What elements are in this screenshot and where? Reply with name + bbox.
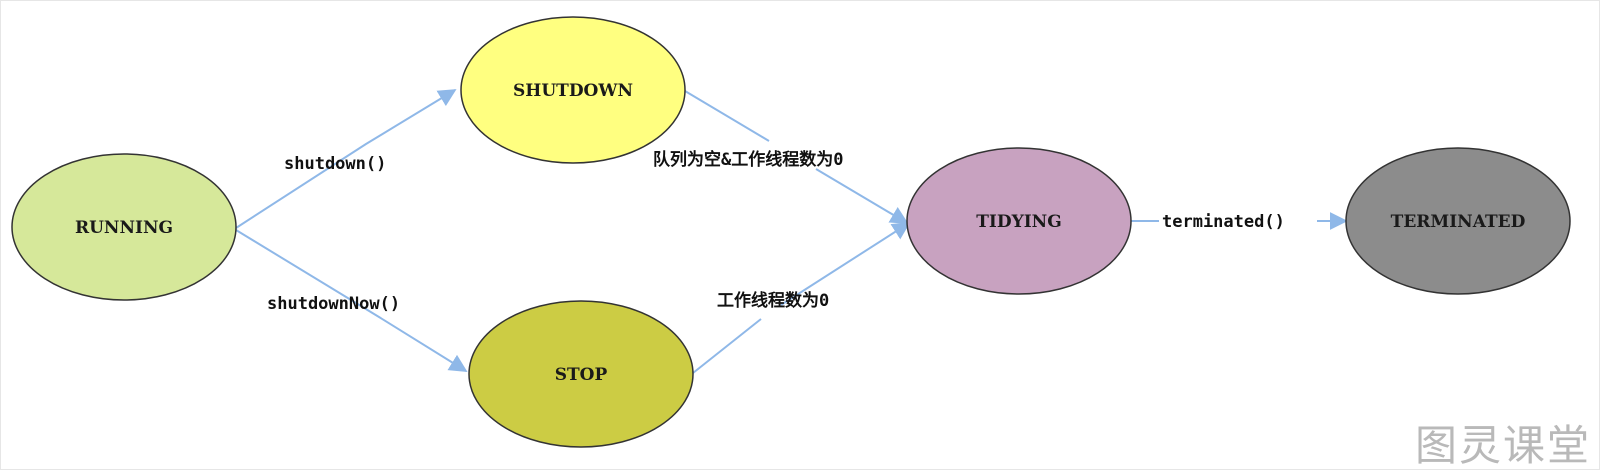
- state-shutdown: SHUTDOWN: [460, 16, 686, 164]
- label-terminated-call: terminated(): [1162, 212, 1285, 232]
- state-running: RUNNING: [11, 153, 237, 301]
- label-shutdown-call: shutdown(): [284, 154, 386, 174]
- watermark: 图灵课堂: [1414, 421, 1591, 470]
- state-label-terminated: TERMINATED: [1391, 212, 1526, 232]
- state-label-shutdown: SHUTDOWN: [513, 81, 633, 101]
- edge-running-to-stop: [235, 229, 466, 371]
- edge-running-to-shutdown: [235, 90, 455, 229]
- state-label-stop: STOP: [555, 365, 608, 385]
- state-label-tidying: TIDYING: [976, 212, 1062, 232]
- label-workers-zero: 工作线程数为0: [717, 290, 829, 311]
- label-queue-empty-workers-zero: 队列为空&工作线程数为0: [653, 149, 843, 170]
- state-tidying: TIDYING: [906, 147, 1132, 295]
- transition-labels: shutdown() shutdownNow() 队列为空&工作线程数为0 工作…: [267, 149, 1285, 314]
- edge-stop-to-tidying: [692, 223, 909, 374]
- transitions: [235, 90, 1346, 374]
- states: RUNNING SHUTDOWN STOP TIDYING TERMINATED: [11, 16, 1571, 448]
- state-label-running: RUNNING: [75, 218, 173, 238]
- label-shutdownnow-call: shutdownNow(): [267, 294, 400, 314]
- state-stop: STOP: [468, 300, 694, 448]
- state-terminated: TERMINATED: [1345, 147, 1571, 295]
